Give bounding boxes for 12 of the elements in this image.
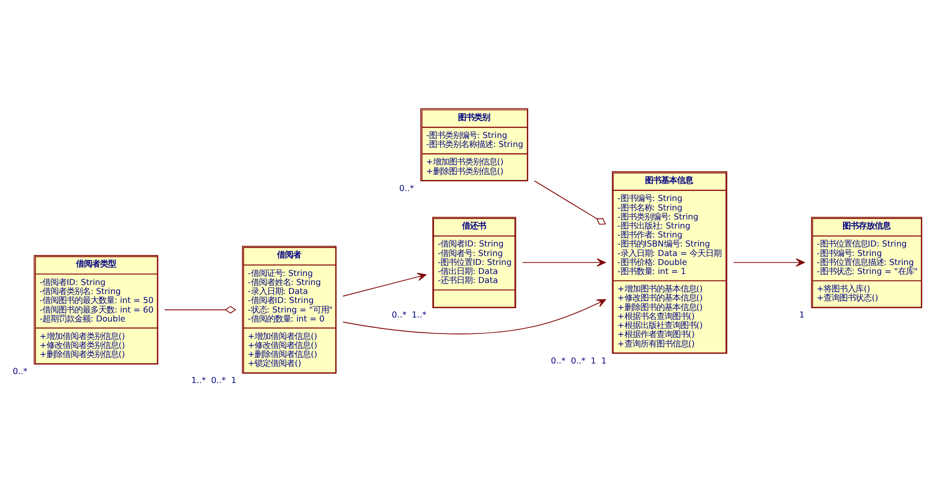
arrow	[522, 258, 606, 266]
node-label: 0..* 0..* 1 1	[550, 354, 607, 365]
node-label: 0..* 1..*	[392, 309, 426, 320]
node-label: 1..* 0..* 1	[191, 374, 236, 385]
arrow	[342, 272, 426, 296]
node-label: 0..*	[12, 366, 28, 376]
node-label: 1	[799, 309, 805, 320]
connector	[534, 180, 606, 224]
connector	[164, 305, 236, 314]
arrow	[342, 298, 606, 334]
node-label: 0..*	[399, 182, 414, 192]
arrow	[733, 258, 805, 266]
